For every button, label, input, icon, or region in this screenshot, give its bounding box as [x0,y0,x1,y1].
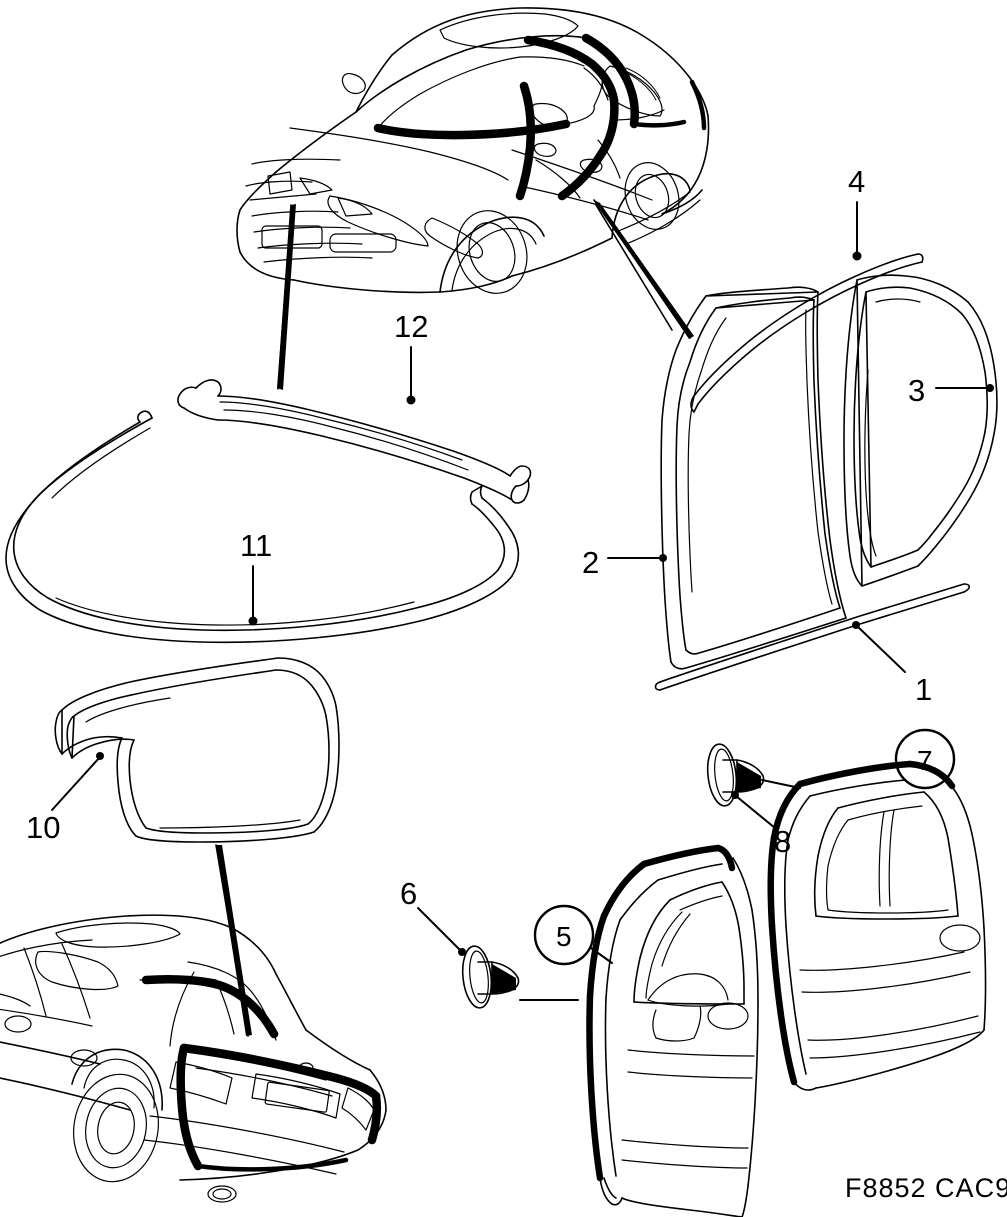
callout-1: 1 [852,621,932,707]
seal-part-3 [843,274,998,587]
seal-part-5 [586,844,736,1206]
callout-label-4: 4 [848,164,865,199]
callout-label-10: 10 [26,810,60,845]
callout-5: 5 [519,904,613,1001]
callout-label-5: 5 [556,921,572,952]
seal-part-4 [690,253,924,413]
callout-7: 7 [894,728,956,790]
seal-part-7 [767,760,956,1091]
leader-lines-top-car [215,199,694,1037]
seal-part-2 [660,286,847,670]
clip-rear-door [706,743,765,807]
callout-label-11: 11 [240,528,272,563]
callout-3: 3 [908,373,994,408]
callout-label-7: 7 [917,745,933,776]
callout-label-8: 8 [774,824,791,859]
callout-12: 12 [394,309,428,405]
figure-rear-three-quarter-car [0,914,387,1203]
callout-markers: 1 2 3 4 5 6 [26,164,994,1001]
figure-windscreen-seal [5,379,532,644]
callout-label-2: 2 [582,545,599,580]
callout-label-6: 6 [400,876,417,911]
figure-front-door-panel [586,844,759,1217]
callout-11: 11 [240,528,272,626]
callout-label-1: 1 [915,672,932,707]
clip-front-door [461,945,520,1009]
seal-part-1 [654,583,971,691]
drawing-code: F8852 CAC97 [845,1173,1007,1203]
seal-part-10 [54,657,340,843]
callout-6: 6 [400,876,466,956]
callout-4: 4 [848,164,865,261]
callout-label-3: 3 [908,373,925,408]
seal-part-12 [177,379,532,504]
figure-body-side-aperture-seals [654,253,998,691]
figure-trunk-lid-seal [54,657,340,843]
callout-10: 10 [26,752,104,845]
figure-front-three-quarter-car [236,7,710,294]
callout-2: 2 [582,545,667,580]
callout-8: 8 [731,779,801,859]
seal-part-11 [5,410,520,644]
figure-rear-door-panel [767,760,987,1091]
callout-label-12: 12 [394,309,428,344]
